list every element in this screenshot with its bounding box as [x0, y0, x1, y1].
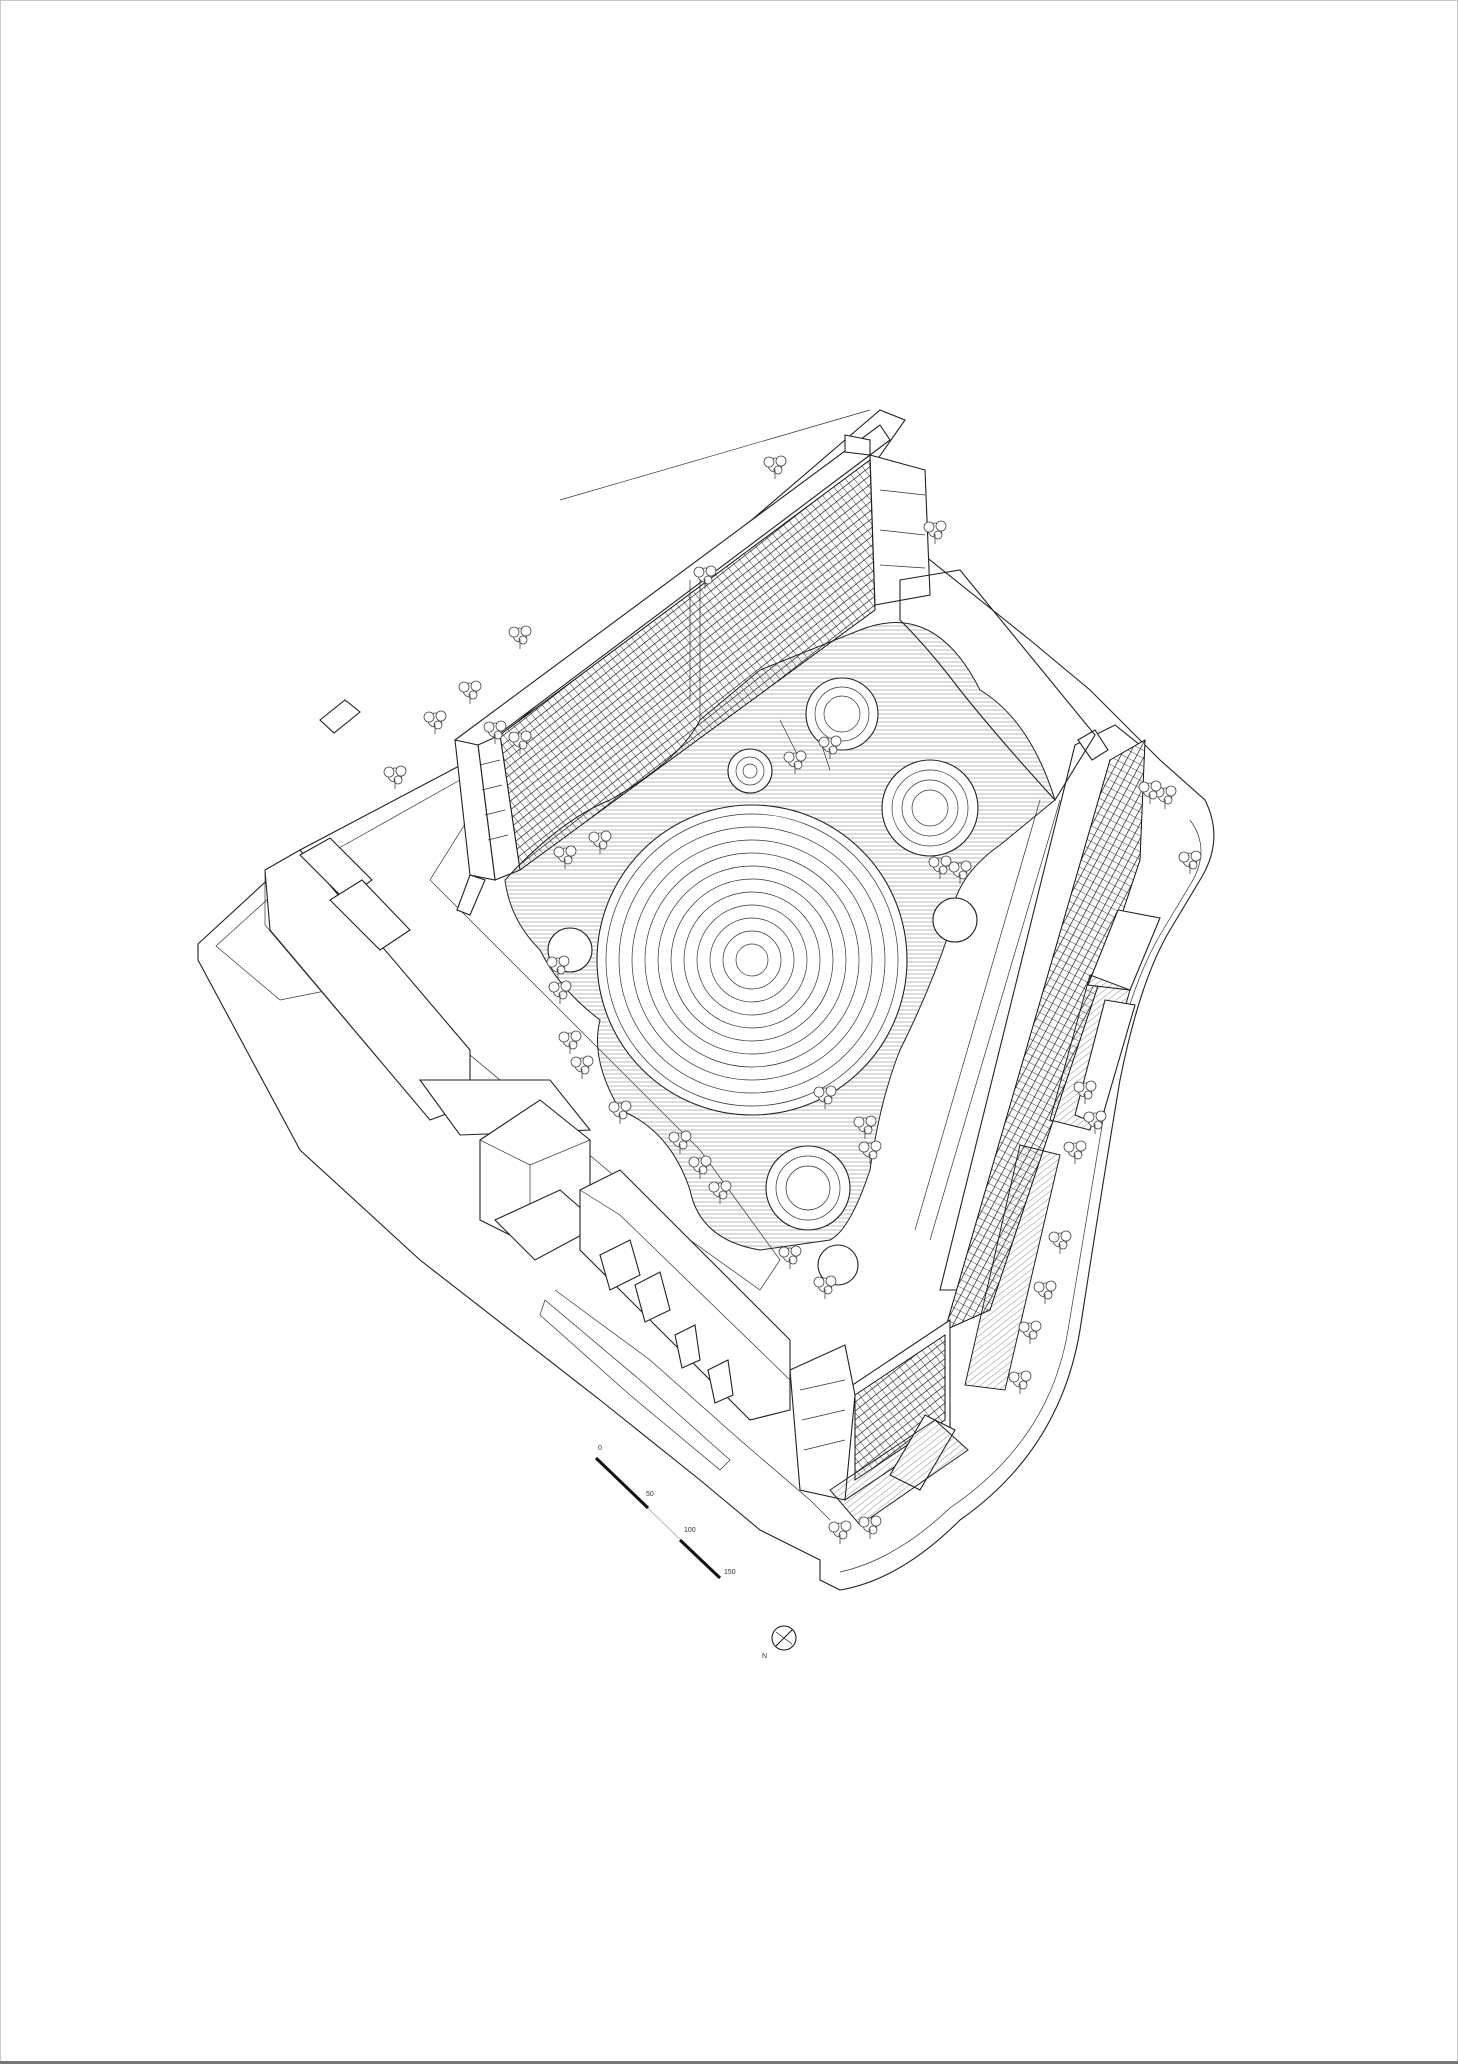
- tree-icon: [688, 1155, 712, 1179]
- tree-icon: [813, 1085, 837, 1109]
- tree-icon: [828, 1520, 852, 1544]
- tower-south-east: [789, 724, 1146, 1502]
- ring: [735, 943, 769, 977]
- scale-label-150: 150: [724, 1569, 736, 1576]
- scale-bar: 0 50 100 150: [594, 1445, 736, 1580]
- tree-icon: [548, 980, 572, 1004]
- tree-icon: [1083, 1110, 1107, 1134]
- tree-icon: [588, 830, 612, 854]
- tree-icon: [1063, 1140, 1087, 1164]
- tree-icon: [818, 735, 842, 759]
- tree-icon: [1008, 1370, 1032, 1394]
- ring: [722, 930, 782, 990]
- tree-icon: [1033, 1280, 1057, 1304]
- tree-icon: [508, 625, 532, 649]
- tree-icon: [1048, 1230, 1072, 1254]
- tree-icon: [546, 955, 570, 979]
- tree-icon: [668, 1130, 692, 1154]
- tree-icon: [553, 845, 577, 869]
- tree-icon: [948, 860, 972, 884]
- tree-icon: [1018, 1320, 1042, 1344]
- tree-icon: [923, 520, 947, 544]
- scale-label-100: 100: [684, 1527, 696, 1534]
- tree-icon: [570, 1055, 594, 1079]
- ring: [605, 813, 899, 1107]
- ring: [657, 865, 847, 1055]
- ring: [696, 904, 808, 1016]
- tree-icon: [813, 1275, 837, 1299]
- scale-label-0: 0: [598, 1445, 602, 1452]
- tree-icon: [608, 1100, 632, 1124]
- tree-icon: [1138, 780, 1162, 804]
- tree-icon: [853, 1115, 877, 1139]
- ring: [644, 852, 860, 1068]
- tree-icon: [383, 765, 407, 789]
- tree-icon: [1073, 1080, 1097, 1104]
- tree-icon: [708, 1180, 732, 1204]
- tree-icon: [928, 855, 952, 879]
- tree-icon: [783, 750, 807, 774]
- tree-icon: [423, 710, 447, 734]
- ring: [670, 878, 834, 1042]
- scale-label-50: 50: [646, 1491, 654, 1498]
- parking-east: [829, 909, 1161, 1526]
- ring: [631, 839, 873, 1081]
- rings-main: [605, 813, 899, 1107]
- tree-icon: [508, 730, 532, 754]
- tower-north-west: [454, 409, 931, 916]
- north-arrow-icon: N: [762, 1625, 797, 1660]
- tree-icon: [858, 1515, 882, 1539]
- tree-icon: [693, 565, 717, 589]
- tree-icon: [558, 1030, 582, 1054]
- low-buildings: [264, 699, 791, 1421]
- tree-icon: [1178, 850, 1202, 874]
- tree-icon: [458, 680, 482, 704]
- trees: [383, 455, 1202, 1544]
- tree-icon: [483, 720, 507, 744]
- ring: [683, 891, 821, 1029]
- ring: [618, 826, 886, 1094]
- tree-icon: [778, 1245, 802, 1269]
- ring: [709, 917, 795, 1003]
- tree-icon: [858, 1140, 882, 1164]
- bottom-border: [0, 2061, 1458, 2064]
- tree-icon: [1153, 785, 1177, 809]
- courtyard-landscape: [504, 569, 1096, 1286]
- north-label: N: [762, 1653, 767, 1660]
- tree-icon: [763, 455, 787, 479]
